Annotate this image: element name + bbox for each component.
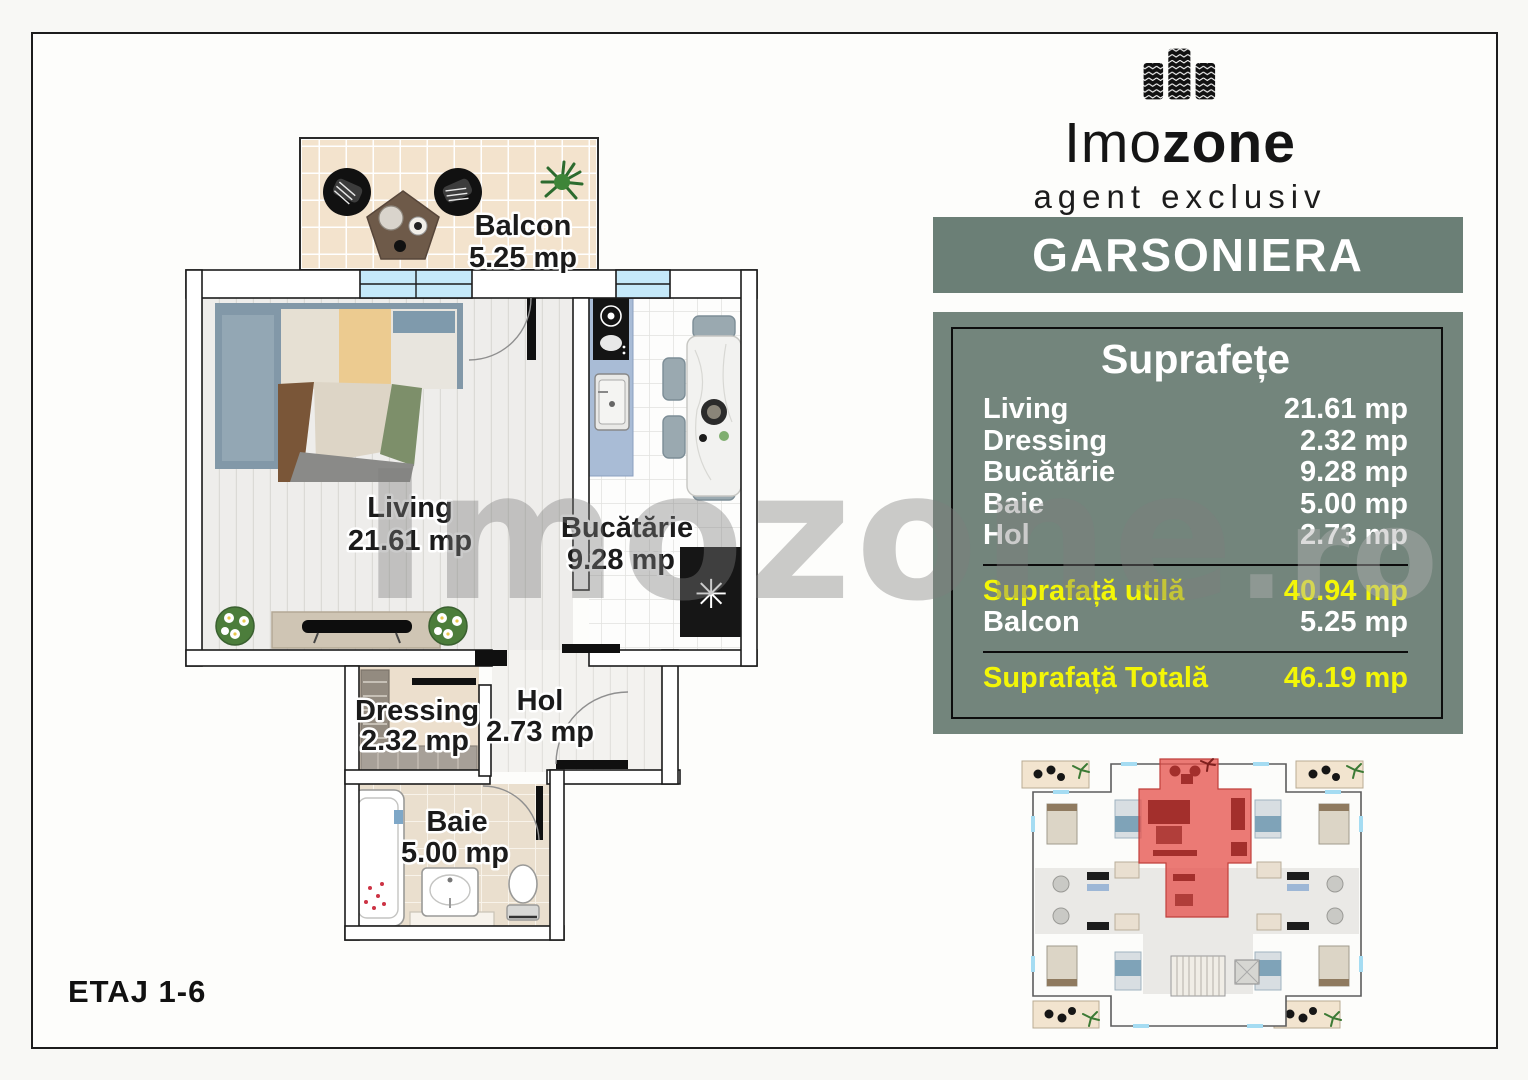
- panel-divider-1: [983, 563, 1408, 566]
- entry-door-leaf: [556, 760, 628, 769]
- kitchen-sink: [594, 373, 630, 431]
- balcony-table: [366, 190, 440, 260]
- dressing-area: 2.32 mp: [361, 725, 469, 757]
- surfaces-title: Suprafețe: [1100, 336, 1291, 382]
- balcony-door-leaf: [527, 298, 536, 360]
- imozone-building-icon: [1143, 48, 1216, 100]
- wall-living-bottom: [185, 649, 493, 667]
- living-area: 21.61 mp: [348, 525, 472, 557]
- area-rug: [278, 382, 422, 482]
- balcony-label: Balcon: [475, 210, 572, 242]
- mini-balcony-top-left: [1021, 760, 1090, 789]
- highlighted-unit-furniture: [1148, 765, 1247, 906]
- highlighted-unit-plant: [1200, 758, 1216, 772]
- bathroom-door-arc: [482, 785, 540, 841]
- highlighted-unit-overlay: [1138, 758, 1252, 918]
- bathtub: [351, 789, 405, 927]
- kitchen-label: Bucătărie: [561, 512, 693, 544]
- dressing-door-leaf: [412, 678, 476, 685]
- brand-name: Imozone: [1010, 115, 1350, 172]
- wall-bath-right: [549, 769, 565, 941]
- apartment-floorplan: ✳: [185, 137, 758, 941]
- mini-elevator: [1234, 959, 1260, 985]
- kitchen-area: 9.28 mp: [567, 544, 675, 576]
- bathroom-label: Baie: [426, 806, 487, 838]
- mini-staircase: [1170, 955, 1226, 997]
- panel-divider-2: [983, 650, 1408, 653]
- balcony-area: 5.25 mp: [469, 242, 577, 274]
- bathroom-sink: [409, 867, 495, 927]
- wall-hall-bottom: [546, 769, 681, 785]
- mini-plants: [1072, 763, 1364, 1027]
- kitchen-window: [615, 269, 671, 299]
- living-window: [359, 269, 473, 299]
- brand-name-bold: zone: [1162, 111, 1296, 175]
- building-floor-plate-map: [1021, 758, 1364, 1029]
- bathroom-door-leaf: [536, 786, 543, 840]
- surfaces-panel-border: [951, 327, 1443, 719]
- living-label: Living: [367, 492, 452, 524]
- apartment-type-banner: GARSONIERA: [933, 217, 1463, 293]
- sofa-bed: [215, 303, 463, 469]
- mini-balcony-top-right: [1295, 760, 1364, 789]
- balcony-plant: [540, 160, 584, 200]
- hall-label: Hol: [517, 685, 564, 717]
- entry-door-arc: [555, 691, 629, 765]
- balcony-chair-left: [323, 168, 371, 216]
- mini-balcony-chairs: [1033, 765, 1340, 1023]
- flower-pot-left: [215, 606, 255, 646]
- hallway-floor: [492, 650, 662, 772]
- bathroom-area: 5.00 mp: [401, 837, 509, 869]
- jamb-living-hall: [475, 650, 507, 666]
- mini-windows: [1031, 762, 1363, 1028]
- brand-name-regular: Imo: [1064, 111, 1163, 175]
- wall-left: [185, 269, 203, 667]
- mini-balcony-bottom-left: [1032, 1000, 1100, 1029]
- brand-tagline: agent exclusiv: [1033, 178, 1327, 215]
- hall-area: 2.73 mp: [486, 716, 594, 748]
- wall-hall-right: [661, 649, 679, 785]
- wall-bath-bottom: [344, 925, 565, 941]
- flower-pot-right: [428, 606, 468, 646]
- wall-kitchen-right: [740, 269, 758, 667]
- dining-table: [662, 315, 742, 501]
- fan-icon: ✳: [694, 572, 728, 618]
- balcony-door-arc: [468, 297, 532, 361]
- floor-range-label: ETAJ 1-6: [68, 974, 207, 1009]
- wall-dressing-hall: [478, 684, 492, 777]
- tv-stand: [271, 611, 441, 649]
- jamb-kitchen-hall: [562, 644, 620, 653]
- balcony-chair-right: [434, 168, 482, 216]
- toilet: [506, 864, 540, 921]
- mini-furniture: [1046, 799, 1350, 991]
- brand-logo: Imozone agent exclusiv: [1010, 42, 1350, 216]
- fridge: ✳: [680, 547, 742, 637]
- stove: [593, 296, 629, 360]
- wall-bath-top: [344, 769, 491, 785]
- wall-living-kitchen: [572, 297, 590, 591]
- dressing-label: Dressing: [355, 695, 479, 727]
